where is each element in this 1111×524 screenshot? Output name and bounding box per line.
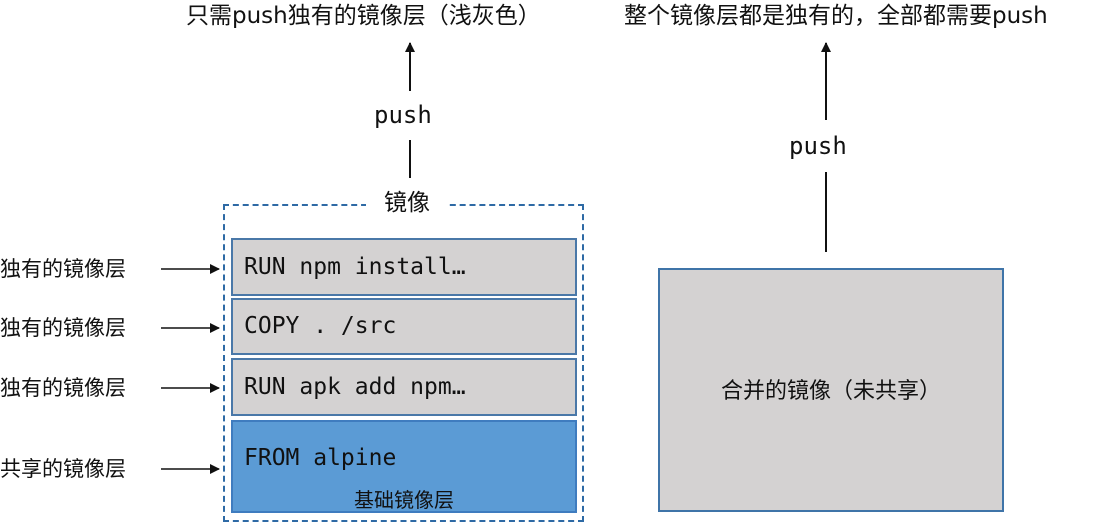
side-label-unique-2: 独有的镜像层 bbox=[0, 316, 126, 340]
side-label-unique-1: 独有的镜像层 bbox=[0, 257, 126, 281]
merged-image-label: 合并的镜像（未共享） bbox=[720, 379, 941, 404]
image-frame-title: 镜像 bbox=[366, 189, 448, 217]
layer-command: COPY . /src bbox=[244, 313, 397, 339]
right-top-caption: 整个镜像层都是独有的，全部都需要push bbox=[624, 3, 1048, 29]
layer-copy-src: COPY . /src bbox=[231, 298, 577, 355]
layer-command: RUN apk add npm… bbox=[244, 374, 466, 400]
layer-run-npm-install: RUN npm install… bbox=[231, 238, 577, 296]
layer-run-apk-add: RUN apk add npm… bbox=[231, 358, 577, 416]
left-push-label: push bbox=[374, 101, 432, 129]
left-top-caption: 只需push独有的镜像层（浅灰色） bbox=[186, 3, 541, 29]
side-label-shared: 共享的镜像层 bbox=[0, 457, 126, 481]
layer-command: FROM alpine bbox=[244, 445, 397, 471]
base-layer-sublabel: 基础镜像层 bbox=[354, 488, 454, 512]
right-push-label: push bbox=[789, 132, 847, 160]
layer-command: RUN npm install… bbox=[244, 254, 466, 280]
side-label-unique-3: 独有的镜像层 bbox=[0, 376, 126, 400]
layer-from-alpine: FROM alpine 基础镜像层 bbox=[231, 420, 577, 513]
merged-image-box: 合并的镜像（未共享） bbox=[658, 268, 1004, 512]
